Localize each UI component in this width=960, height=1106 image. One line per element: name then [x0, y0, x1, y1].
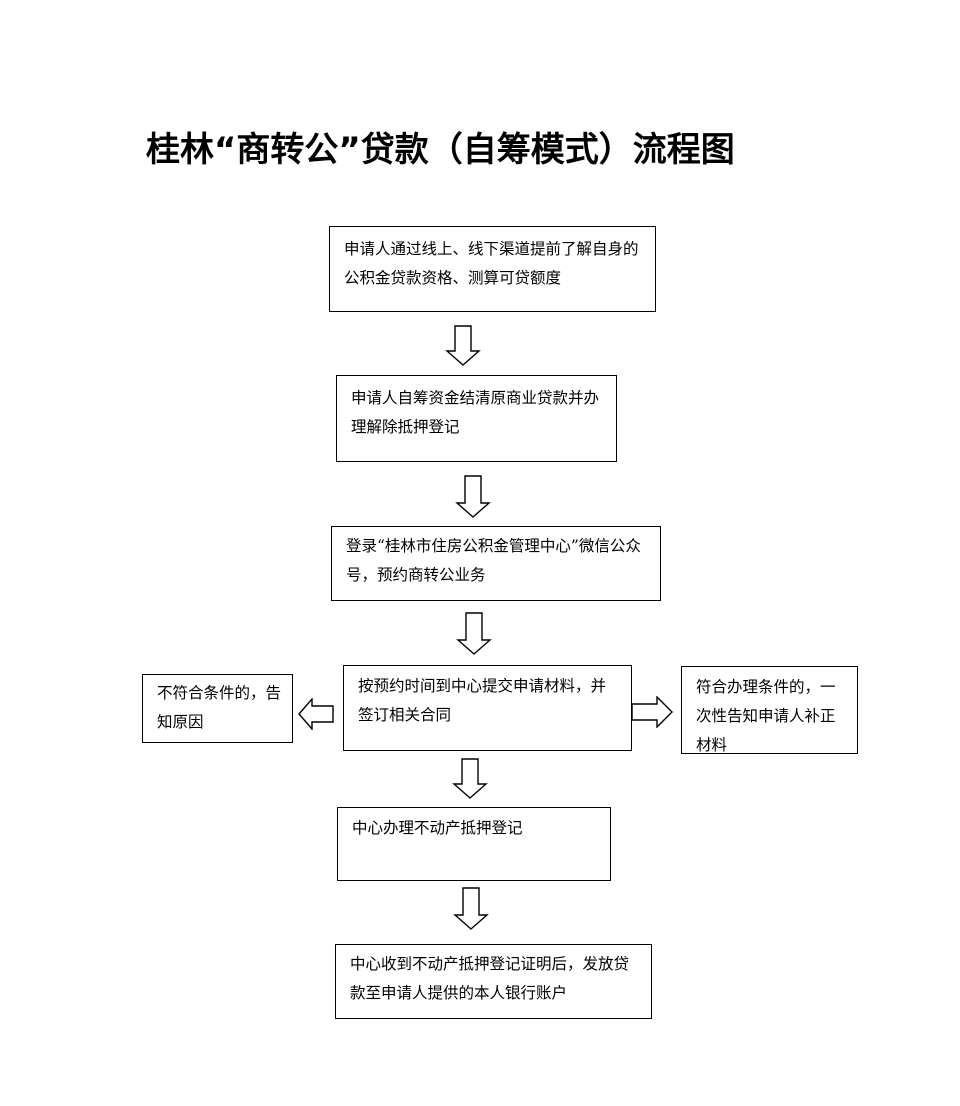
down-arrow-icon — [452, 758, 488, 799]
flow-branch-supplement: 符合办理条件的，一次性告知申请人补正材料 — [681, 666, 858, 754]
down-arrow-icon — [455, 475, 491, 518]
down-arrow-icon — [456, 612, 492, 655]
flow-branch-rejected: 不符合条件的，告知原因 — [142, 674, 293, 743]
flow-step-check-eligibility: 申请人通过线上、线下渠道提前了解自身的公积金贷款资格、测算可贷额度 — [329, 226, 656, 312]
left-arrow-icon — [298, 698, 334, 730]
flow-step-wechat-appointment: 登录“桂林市住房公积金管理中心”微信公众号，预约商转公业务 — [331, 526, 661, 601]
down-arrow-icon — [453, 887, 489, 930]
down-arrow-icon — [445, 325, 481, 366]
flow-step-repay-commercial-loan: 申请人自筹资金结清原商业贷款并办理解除抵押登记 — [336, 375, 617, 462]
page-title: 桂林“商转公”贷款（自筹模式）流程图 — [146, 130, 735, 170]
flow-step-submit-materials: 按预约时间到中心提交申请材料，并签订相关合同 — [343, 665, 632, 751]
flow-step-loan-disbursement: 中心收到不动产抵押登记证明后，发放贷款至申请人提供的本人银行账户 — [335, 944, 652, 1019]
right-arrow-icon — [631, 696, 673, 728]
flow-step-mortgage-registration: 中心办理不动产抵押登记 — [337, 807, 611, 881]
